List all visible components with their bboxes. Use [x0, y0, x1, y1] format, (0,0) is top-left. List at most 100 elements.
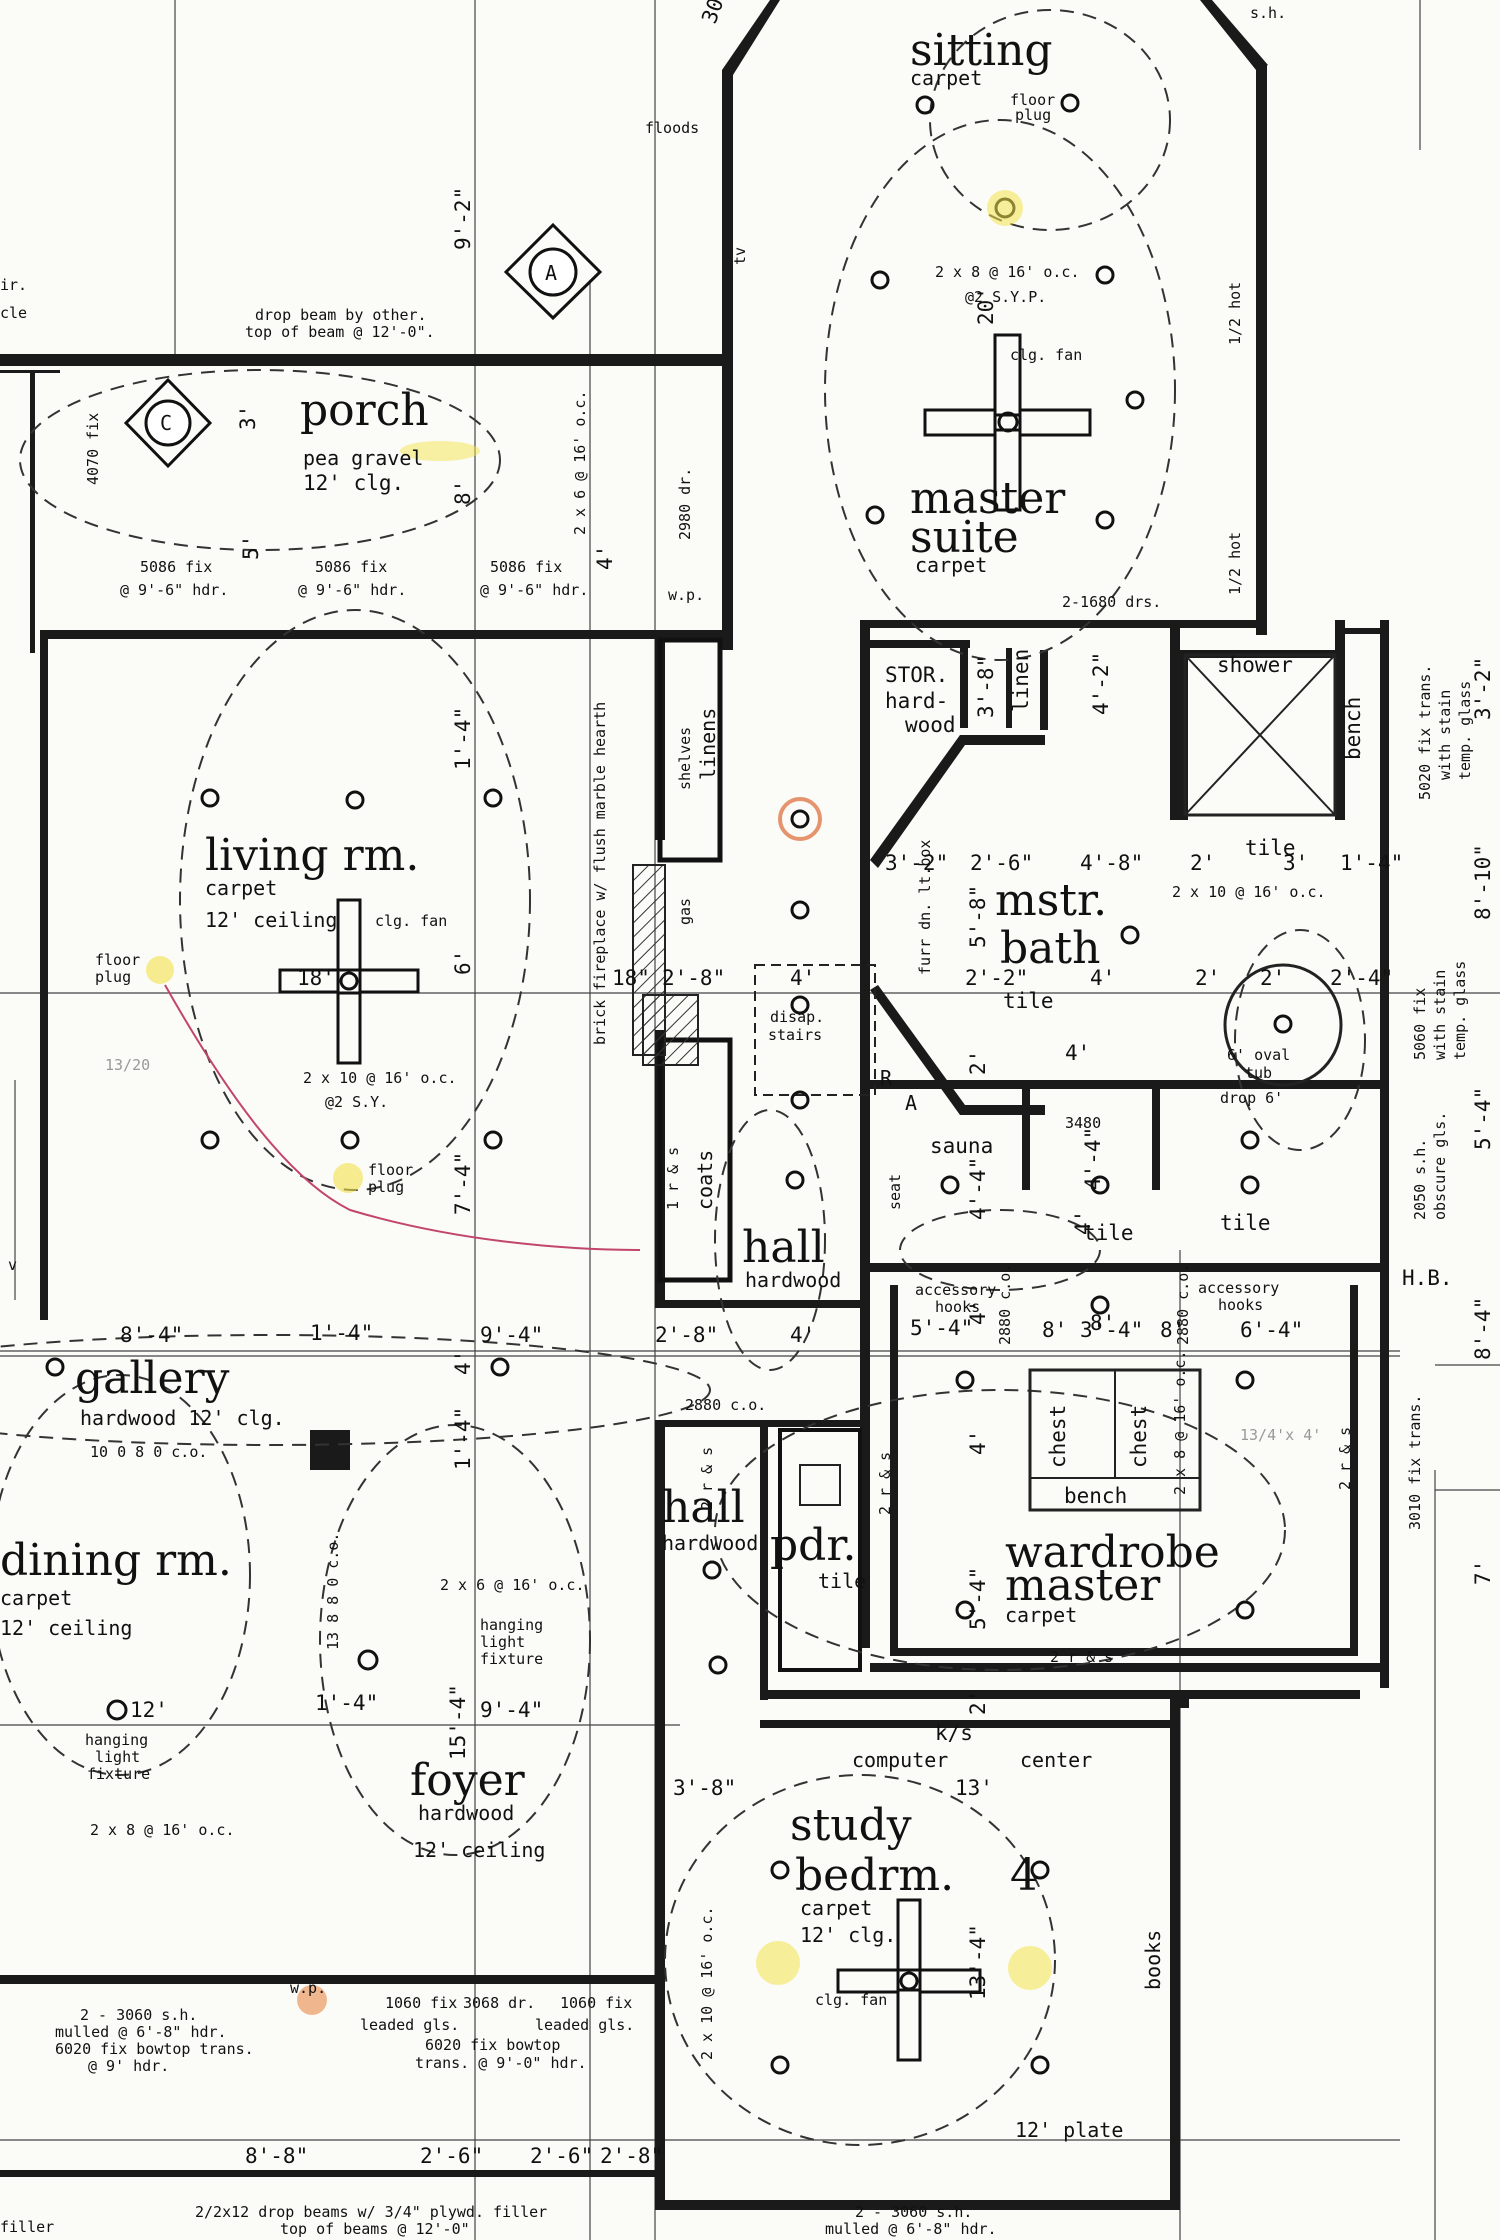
- label-fan-living: clg. fan: [375, 912, 447, 930]
- label-sh3060d: @ 9' hdr.: [88, 2057, 169, 2075]
- room-study-ceiling: 12' clg.: [800, 1923, 896, 1947]
- dim-9-4b: 9'-4": [480, 1698, 543, 1722]
- dim-9-4: 9'-4": [480, 1323, 543, 1347]
- dim-13: 13': [955, 1776, 993, 1800]
- label-ghost: 13/20: [105, 1056, 150, 1074]
- section-marker-c-arrow: [123, 377, 213, 469]
- label-fix5060b: with stain: [1431, 970, 1449, 1060]
- room-gallery-floor: hardwood 12' clg.: [80, 1406, 285, 1430]
- dim-9-2: 9'-2": [451, 187, 475, 250]
- label-bottom-1: 2/2x12 drop beams w/ 3/4" plywd. filler: [195, 2203, 547, 2221]
- dim-4c: 4': [1090, 966, 1115, 990]
- label-fix5086-1a: 5086 fix: [140, 558, 212, 576]
- room-sauna: sauna: [930, 1134, 993, 1158]
- pink-wire-annotation: [164, 984, 641, 1251]
- room-wardrobe-floor: carpet: [1005, 1603, 1077, 1627]
- label-hooks-1: hooks: [935, 1298, 980, 1316]
- label-a: A: [905, 1091, 917, 1115]
- label-hooks-2: hooks: [1218, 1296, 1263, 1314]
- dim-13-4: 13'-4": [966, 1924, 990, 2000]
- dim-3070: 3070: [697, 0, 737, 27]
- label-hb: H.B.: [1402, 1266, 1453, 1290]
- label-drop-beam-2: top of beam @ 12'-0".: [245, 323, 435, 341]
- dim-3-8: 3'-8": [974, 655, 998, 718]
- dim-8-10: 8'-10": [1471, 844, 1495, 920]
- label-rs-w2: 2 r & s: [1336, 1427, 1354, 1490]
- dim-1-4d: 1'-4": [451, 1407, 475, 1470]
- dim-2a: 2': [1190, 851, 1215, 875]
- label-co1380: 13 8 8 0 c.o.: [324, 1533, 342, 1650]
- dim-5-4: 5'-4": [1471, 1087, 1495, 1150]
- dim-4f: 4': [966, 1300, 990, 1325]
- dim-7-4: 7'-4": [451, 1152, 475, 1215]
- label-disap-2: stairs: [768, 1026, 822, 1044]
- label-oval-2: tub: [1245, 1064, 1272, 1082]
- dim-3-2b: 3'-2": [885, 851, 948, 875]
- label-clg-fan: clg. fan: [1010, 346, 1082, 364]
- annotation-labels: floods floor plug clg. fan drop beam by …: [0, 4, 1474, 2238]
- dim-2e: 2': [966, 1690, 990, 1715]
- room-living-ceiling: 12' ceiling: [205, 908, 337, 932]
- label-rs-w1: 2 r & s: [876, 1452, 894, 1515]
- toilet-pdr: [799, 1464, 841, 1506]
- label-hang-2: light: [480, 1633, 525, 1651]
- label-sh2050b: obscure gls.: [1431, 1112, 1449, 1220]
- label-fix5086-2b: @ 9'-6" hdr.: [298, 581, 406, 599]
- dim-4-4: 4'-4": [966, 1157, 990, 1220]
- room-study-floor: carpet: [800, 1896, 872, 1920]
- label-cle: cle: [0, 304, 27, 322]
- room-mstr-bath-2: bath: [1000, 923, 1100, 974]
- label-floor-plug-c2: plug: [368, 1178, 404, 1196]
- dim-3-4: 3'-4": [1080, 1318, 1143, 1342]
- room-stor-floor2: wood: [905, 713, 956, 737]
- room-mstr-bath-floor: tile: [1003, 989, 1054, 1013]
- ceiling-fan-study: [836, 1898, 982, 2062]
- room-study-1: study: [790, 1800, 912, 1851]
- label-linens: linens: [696, 708, 720, 780]
- label-bottom-3: 2 - 3060 s.h.: [855, 2203, 972, 2221]
- label-trans6020b: trans. @ 9'-0" hdr.: [415, 2054, 587, 2072]
- dim-6-4: 6'-4": [1240, 1318, 1303, 1342]
- dimension-labels: 3070 9'-2" 3' 5' 8' 4' 20' 3'-8" 4'-2" 3…: [120, 0, 1495, 2168]
- dim-4g: 4': [966, 1430, 990, 1455]
- label-beam-living: 2 x 10 @ 16' o.c.: [303, 1069, 457, 1087]
- dim-2b: 2': [1195, 966, 1220, 990]
- dim-3b: 3': [1283, 851, 1308, 875]
- label-bottom-4: mulled @ 6'-8" hdr.: [825, 2220, 997, 2238]
- label-beam-sitting-sub: @2 S.Y.P.: [965, 288, 1046, 306]
- oval-tub: [1223, 963, 1343, 1087]
- label-dr3068: 3068 dr.: [463, 1994, 535, 2012]
- label-fix5086-2a: 5086 fix: [315, 558, 387, 576]
- label-sh-top: s.h.: [1250, 4, 1286, 22]
- label-floor-plug-l1: floor: [95, 951, 140, 969]
- room-tile-c: tile: [1220, 1211, 1271, 1235]
- room-porch: porch: [300, 385, 429, 436]
- label-r: R: [880, 1066, 893, 1090]
- label-fix-4070: 4070 fix: [84, 413, 102, 485]
- room-pdr: pdr.: [770, 1520, 857, 1571]
- dim-5: 5': [239, 535, 263, 560]
- label-floor-plug-top2: plug: [1015, 106, 1051, 124]
- dim-8d: 8': [1090, 1311, 1115, 1335]
- label-fix1060a: 1060 fix: [385, 1994, 457, 2012]
- dim-3-2: 3'-2": [1471, 657, 1495, 720]
- label-books: books: [1141, 1930, 1165, 1990]
- room-hall-upper-floor: hardwood: [745, 1268, 841, 1292]
- label-drop-6: drop 6': [1220, 1089, 1283, 1107]
- dim-5-4b: 5'-4": [910, 1316, 973, 1340]
- label-disap-1: disap.: [770, 1008, 824, 1026]
- label-oval-1: 6' oval: [1227, 1046, 1290, 1064]
- dim-15-4: 15'-4": [446, 1684, 470, 1760]
- label-rs1: 1 r & s: [664, 1147, 682, 1210]
- room-hall-upper: hall: [742, 1222, 825, 1273]
- room-foyer: foyer: [410, 1755, 526, 1806]
- label-hang-3: fixture: [480, 1650, 543, 1668]
- label-fix3010: 3010 fix trans.: [1406, 1395, 1424, 1530]
- label-accessory-2: accessory: [1198, 1279, 1279, 1297]
- dim-8a: 8': [451, 480, 475, 505]
- dim-7: 7': [1471, 1560, 1495, 1585]
- dim-4h: 4': [1071, 1210, 1095, 1235]
- room-foyer-ceiling: 12' ceiling: [413, 1838, 545, 1862]
- label-shelves: shelves: [676, 727, 694, 790]
- shower-stall: [1183, 653, 1337, 817]
